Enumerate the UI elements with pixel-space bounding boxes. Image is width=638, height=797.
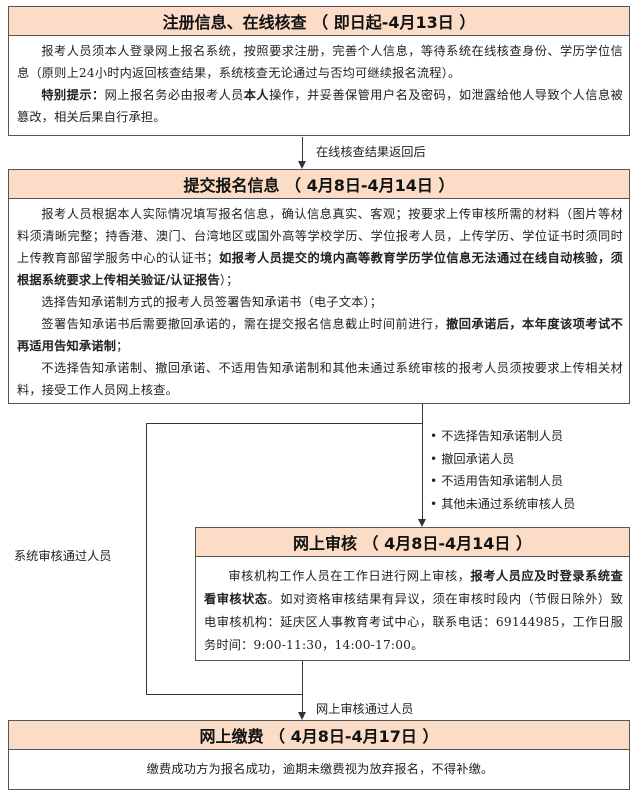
- left-branch-label: 系统审核通过人员: [14, 549, 112, 563]
- branch-right-arrow-head: [418, 519, 426, 527]
- branch-right-vertical-line: [422, 404, 423, 520]
- step3-paragraph-1: 审核机构工作人员在工作日进行网上审核，报考人员应及时登录系统查看审核状态。如对资…: [204, 565, 623, 657]
- step2-paragraph-4: 不选择告知承诺制、撤回承诺、不适用告知承诺制和其他未通过系统审核的报考人员须按要…: [17, 361, 623, 397]
- step1-title-text: 注册信息、在线核查 （ 即日起-4月13日 ）: [162, 13, 476, 32]
- step2-paragraph-3: 签署告知承诺书后需要撤回承诺的，需在提交报名信息截止时间前进行，撤回承诺后，本年…: [17, 313, 623, 357]
- branch-item: 不适用告知承诺制人员: [430, 470, 575, 493]
- step2-p3-end: ；: [116, 339, 129, 353]
- special-notice-label: 特别提示：: [41, 88, 105, 102]
- branch-item: 撤回承诺人员: [430, 448, 575, 471]
- arrow3-label: 网上审核通过人员: [316, 702, 414, 716]
- branch-item: 不选择告知承诺制人员: [430, 425, 575, 448]
- step2-p1-bold: 如报考人员提交的境内高等教育学历学位信息无法通过在线自动核验，须根据系统要求上传…: [17, 251, 623, 287]
- arrow3-head: [298, 712, 306, 720]
- step4-body: 缴费成功方为报名成功，逾期未缴费视为放弃报名，不得补缴。: [8, 750, 630, 790]
- branch-item: 其他未通过系统审核人员: [430, 493, 575, 516]
- step1-p2-bold: 本人: [243, 88, 270, 102]
- step2-p1-text: 报考人员根据本人实际情况填写报名信息，确认信息真实、客观；按要求上传审核所需的材…: [17, 207, 623, 265]
- step2-p3-text: 签署告知承诺书后需要撤回承诺的，需在提交报名信息截止时间前进行，: [41, 317, 447, 331]
- arrow1-head: [298, 161, 306, 169]
- step3-body: 审核机构工作人员在工作日进行网上审核，报考人员应及时登录系统查看审核状态。如对资…: [195, 557, 630, 661]
- step1-body: 报考人员须本人登录网上报名系统，按照要求注册，完善个人信息，等待系统在线核查身份…: [8, 36, 630, 136]
- arrow1-line: [302, 137, 303, 162]
- step2-paragraph-1: 报考人员根据本人实际情况填写报名信息，确认信息真实、客观；按要求上传审核所需的材…: [17, 203, 623, 291]
- arrow1-label: 在线核查结果返回后: [316, 145, 426, 159]
- step2-paragraph-2: 选择告知承诺制方式的报考人员签署告知承诺书（电子文本）；: [41, 295, 383, 309]
- step2-title-text: 提交报名信息 （ 4月8日-4月14日 ）: [183, 176, 455, 195]
- step4-paragraph-1: 缴费成功方为报名成功，逾期未缴费视为放弃报名，不得补缴。: [146, 762, 494, 776]
- step1-paragraph-2: 特别提示：网上报名务必由报考人员本人操作，并妥善保管用户名及密码，如泄露给他人导…: [17, 84, 623, 128]
- branch-condition-list: 不选择告知承诺制人员 撤回承诺人员 不适用告知承诺制人员 其他未通过系统审核人员: [430, 425, 575, 515]
- step1-paragraph-1: 报考人员须本人登录网上报名系统，按照要求注册，完善个人信息，等待系统在线核查身份…: [17, 44, 623, 80]
- step3-p1-bold: 报考人员应及时登录系统查看审核状态: [204, 569, 623, 606]
- step4-title: 网上缴费 （ 4月8日-4月17日 ）: [8, 720, 630, 750]
- step1-title: 注册信息、在线核查 （ 即日起-4月13日 ）: [8, 6, 630, 36]
- step4-title-text: 网上缴费 （ 4月8日-4月17日 ）: [199, 727, 439, 746]
- branch-bottom-horizontal-line: [146, 694, 303, 695]
- step3-title-text: 网上审核 （ 4月8日-4月14日 ）: [292, 534, 533, 553]
- step3-p1-end: 。如对资格审核结果有异议，须在审核时段内（节假日除外）致电审核机构：延庆区人事教…: [204, 592, 624, 652]
- step2-title: 提交报名信息 （ 4月8日-4月14日 ）: [8, 169, 630, 199]
- step1-p2-text2: 操作，并妥善保管用户名及密码，如泄露给他人导致个人信息被篡改，相关后果自行承担。: [17, 88, 624, 124]
- branch-left-vertical-line: [146, 423, 147, 694]
- step2-body: 报考人员根据本人实际情况填写报名信息，确认信息真实、客观；按要求上传审核所需的材…: [8, 199, 630, 404]
- step2-p3-bold: 撤回承诺后，本年度该项考试不再适用告知承诺制: [17, 317, 623, 353]
- step3-title: 网上审核 （ 4月8日-4月14日 ）: [195, 527, 630, 557]
- step2-p1-end: ）；: [219, 273, 239, 287]
- branch-horizontal-line: [146, 423, 423, 424]
- step1-p2-text1: 网上报名务必由报考人员: [104, 88, 244, 102]
- step3-p1-text: 审核机构工作人员在工作日进行网上审核，: [228, 569, 471, 583]
- arrow3-line: [302, 661, 303, 713]
